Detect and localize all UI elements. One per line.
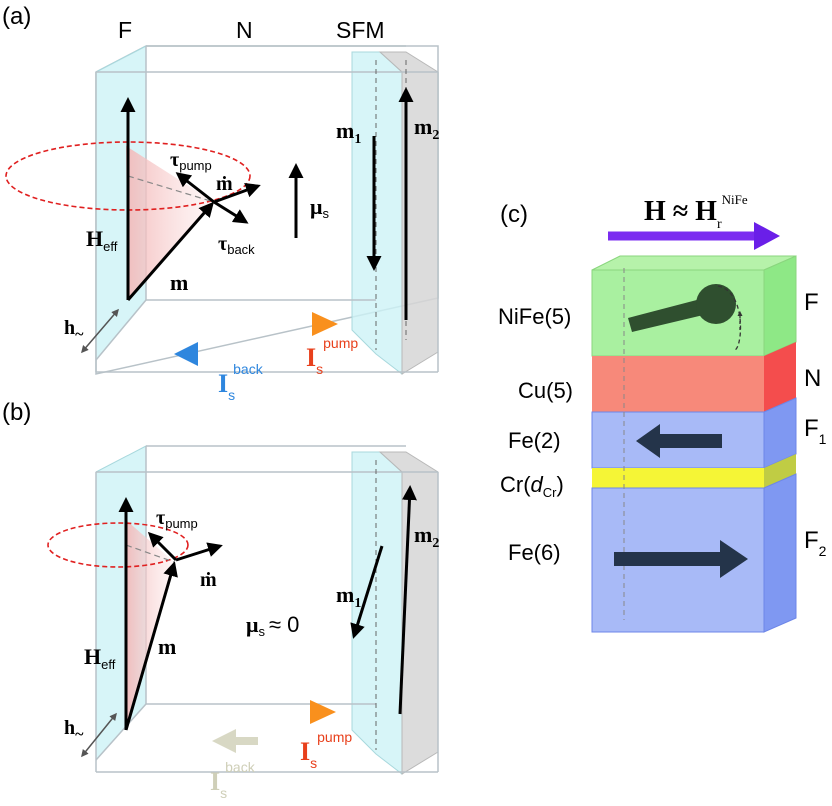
m2-arrow-b [398,485,417,715]
m1-arrow-b [350,545,384,639]
panel-b: (b) τpump ṁ m2 m1 He [2,399,439,801]
heff-label-b: Heff [84,644,116,672]
precession-cone-a [126,146,214,300]
is-back-head-b [212,729,236,753]
h-ac-arrow-a [81,308,119,354]
m-arrow-b [124,561,178,731]
m-arrow-a [126,201,214,301]
nife-magnet-arrow [628,296,716,332]
is-pump-label-b: Ispump [300,729,352,771]
right-label-n: N [804,365,821,392]
h-ac-label-b: h~ [64,717,84,743]
nife-side [763,255,797,357]
fe6-side [763,473,797,633]
m1-label-b: m1 [336,582,361,611]
tau-back-arrow-a [213,200,249,224]
panel-a: (a) F N SFM [2,3,439,403]
panel-c: (c) H ≈ HrNiFe NiFe(5) Cu [498,192,827,633]
sfm-layer-cyan-b [351,451,403,776]
is-back-head-a [174,342,198,366]
m2-label-a: m2 [414,114,439,143]
is-pump-head-a [312,312,338,336]
fe6-label: Fe(6) [508,540,561,565]
right-label-f2: F2 [804,527,827,559]
is-pump-label-a: Ispump [306,335,358,377]
is-back-label-a: Isback [218,361,264,403]
nife-magnet-head [696,284,736,324]
mdot-label-a: ṁ [216,173,233,195]
mdot-arrow-a [213,183,261,204]
mu-s-label-a: μs [310,194,329,221]
fe6-magnet-shaft [614,552,724,566]
nife-top [591,255,797,271]
fe2-magnet-arrow [636,424,660,458]
h-ac-label-a: h~ [64,317,84,343]
tau-pump-arrow-a [175,172,215,204]
fe2-label: Fe(2) [508,428,561,453]
panel-a-label: (a) [2,3,31,30]
right-label-f: F [804,289,819,316]
right-label-f1: F1 [804,415,827,447]
m2-label-b: m2 [414,522,439,551]
is-pump-head-b [310,700,336,724]
tau-back-label-a: τback [218,233,255,257]
fe2-magnet-shaft [652,434,722,448]
m1-label-a: m1 [336,118,361,147]
nife-label: NiFe(5) [498,304,571,329]
field-label: H ≈ HrNiFe [644,192,748,232]
sfm-layer-cyan-a [351,51,403,376]
is-back-label-b: Isback [210,759,256,801]
cu-label: Cu(5) [518,378,573,403]
cone-radius-a [127,175,215,203]
cr-layer [592,468,764,488]
m-label-b: m [158,634,176,659]
cu-layer [592,356,764,412]
panel-c-label: (c) [500,201,528,228]
layer-label-sfm: SFM [336,17,385,43]
layer-label-n: N [236,17,253,43]
fe6-magnet-arrow [720,540,748,578]
heff-label-a: Heff [86,226,118,254]
precession-cone-b [126,520,174,730]
cr-side [764,454,796,488]
cone-radius-b [125,544,175,563]
field-arrow-head [754,222,780,250]
h-ac-arrow-b [81,712,117,758]
cr-label: Cr(dCr) [500,472,564,500]
cu-side [764,342,796,412]
m-label-a: m [170,270,188,295]
mu-s-label-b: μs≈ 0 [246,612,299,639]
mdot-label-b: ṁ [200,569,217,591]
precession-ellipse-b [47,522,189,568]
layer-label-f: F [118,17,132,43]
mdot-arrow-b [175,542,223,562]
tau-pump-label-b: τpump [156,507,198,531]
tau-pump-label-a: τpump [170,149,212,173]
panel-b-label: (b) [2,399,31,426]
tau-pump-arrow-b [147,531,178,562]
